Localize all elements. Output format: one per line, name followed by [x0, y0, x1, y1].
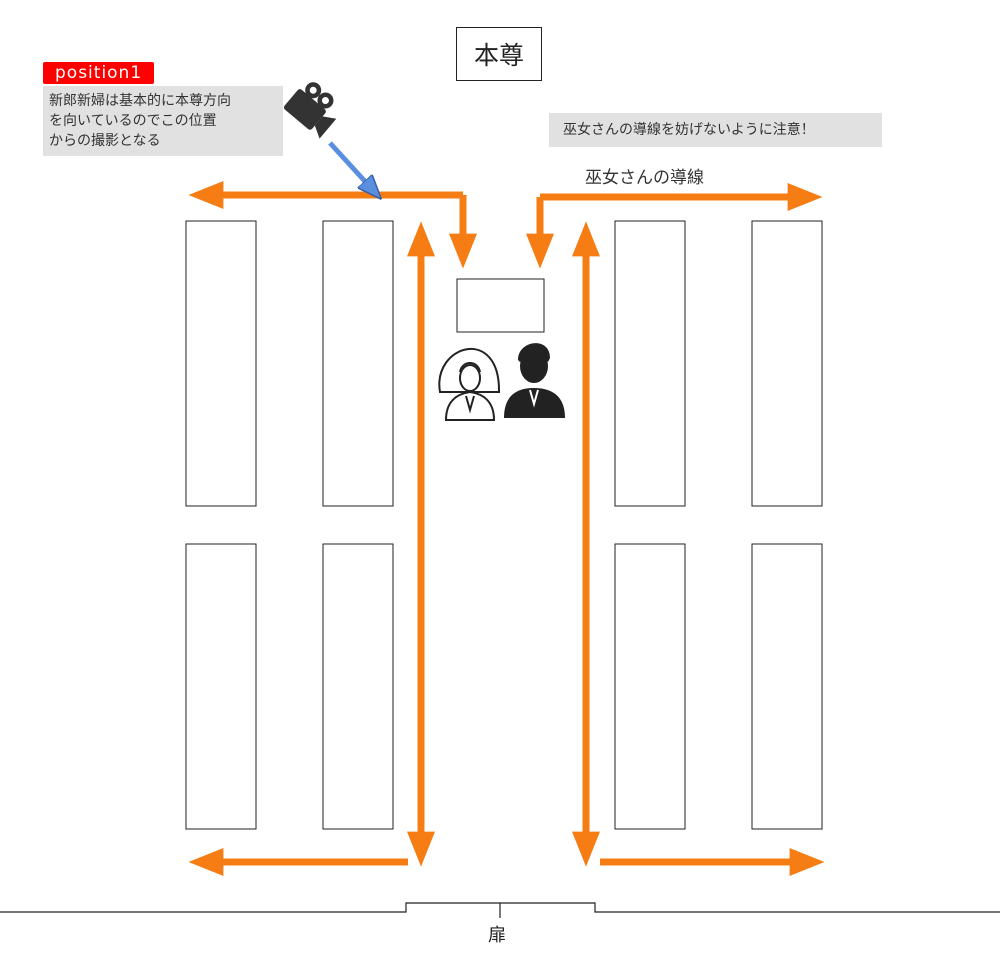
pew-right-inner-front [614, 220, 686, 507]
pew-left-outer-back [185, 543, 257, 830]
pew-right-outer-back [751, 543, 823, 830]
camera-note: 新郎新婦は基本的に本尊方向 を向いているのでこの位置 からの撮影となる [43, 86, 283, 156]
altar-label: 本尊 [456, 27, 542, 81]
pews [185, 220, 823, 830]
route-label: 巫女さんの導線 [585, 168, 704, 188]
camera-position-badge: position1 [43, 62, 155, 84]
camera-note-line: を向いているのでこの位置 [49, 113, 217, 129]
camera-note-line: からの撮影となる [49, 133, 161, 149]
video-camera-icon [284, 82, 337, 139]
groom-icon [504, 343, 565, 418]
door-label: 扉 [488, 925, 506, 946]
camera-note-line: 新郎新婦は基本的に本尊方向 [49, 93, 231, 109]
offering-table [456, 278, 545, 333]
pew-left-outer-front [185, 220, 257, 507]
pew-left-inner-front [322, 220, 394, 507]
warning-note: 巫女さんの導線を妨げないように注意！ [549, 113, 882, 147]
bride-icon [438, 348, 501, 421]
shrine-maiden-route [188, 181, 825, 876]
pew-right-outer-front [751, 220, 823, 507]
pew-left-inner-back [322, 543, 394, 830]
camera-direction-arrow [328, 141, 372, 189]
pew-right-inner-back [614, 543, 686, 830]
